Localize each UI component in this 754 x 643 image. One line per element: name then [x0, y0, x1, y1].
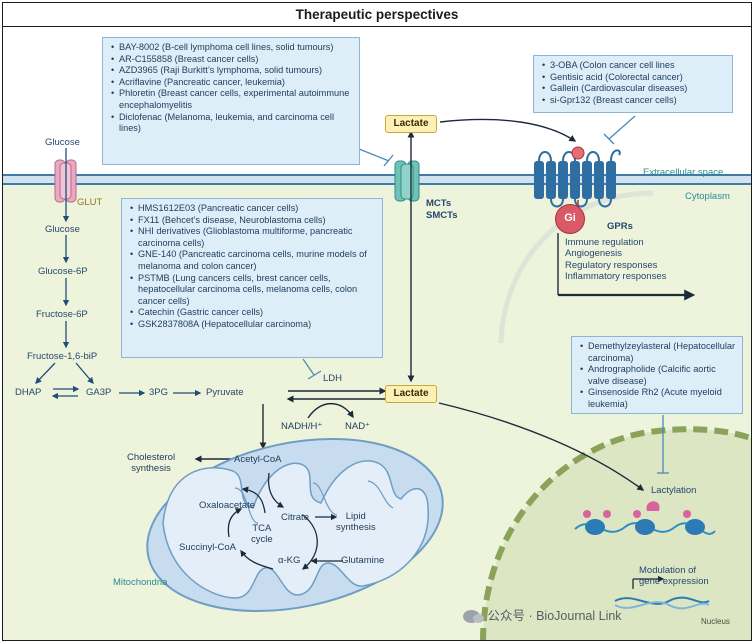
modulation-label: Modulation of gene expression [639, 565, 709, 588]
ldh-inhibitors-box: HMS1612E03 (Pancreatic cancer cells) FX1… [121, 198, 383, 358]
mct-inhibitor: Phloretin (Breast cancer cells, experime… [111, 88, 353, 111]
nucleus [480, 426, 751, 640]
ldh-inhibitor: GNE-140 (Pancreatic carcinoma cells, mur… [130, 249, 376, 272]
effect-angiogenesis: Angiogenesis [565, 248, 623, 260]
mct-inhibitor: AZD3965 (Raji Burkitt’s lymphoma, solid … [111, 65, 353, 77]
mct-inhibitor: AR-C155858 (Breast cancer cells) [111, 54, 353, 66]
nucleosome-row [574, 501, 716, 535]
ldh-inhibitor: GSK2837808A (Hepatocellular carcinoma) [130, 319, 376, 331]
glutamine: Glutamine [341, 555, 385, 566]
mct-inhibitors-box: BAY-8002 (B-cell lymphoma cell lines, so… [102, 37, 360, 165]
mitochondrion [146, 437, 444, 613]
nucleus-label: Nucleus [701, 617, 730, 626]
watermark-text: 公众号 · BioJournal Link [487, 609, 622, 623]
alpha-kg: α-KG [278, 555, 301, 566]
ldh-inhibitor: Catechin (Gastric cancer cells) [130, 307, 376, 319]
gpr-inhibitor: si-Gpr132 (Breast cancer cells) [542, 95, 726, 107]
nad-label: NAD⁺ [345, 421, 371, 432]
watermark: 公众号 · BioJournal Link [463, 605, 622, 624]
lactylation-inhibitor: Ginsenoside Rh2 (Acute myeloid leukemia) [580, 387, 736, 410]
gpr-inhibitor: Gallein (Cardiovascular diseases) [542, 83, 726, 95]
figure-title: Therapeutic perspectives [295, 7, 459, 22]
lactylation-inhibitors-box: Demethylzeylasteral (Hepatocellular carc… [571, 336, 743, 414]
ldh-label: LDH [323, 373, 343, 384]
ldh-inhibitor: HMS1612E03 (Pancreatic cancer cells) [130, 203, 376, 215]
glut-label: GLUT [77, 197, 103, 208]
gpr-inhibitor: 3-OBA (Colon cancer cell lines [542, 60, 726, 72]
glucose-intracellular: Glucose [45, 224, 80, 235]
tca-cycle: TCA cycle [251, 523, 273, 546]
mcts-label: MCTs [426, 198, 452, 209]
effect-immune-regulation: Immune regulation [565, 237, 644, 248]
lactylation-inhibitor: Demethylzeylasteral (Hepatocellular carc… [580, 341, 736, 364]
gpr-receptor [534, 146, 621, 208]
gpr-effects-list: Immune regulation Angiogenesis Regulator… [565, 237, 666, 283]
citrate: Citrate [281, 512, 309, 523]
smcts-label: SMCTs [426, 210, 458, 221]
inhibition-lines [302, 115, 669, 474]
cholesterol-synthesis: Cholesterol synthesis [127, 452, 176, 475]
title-bar: Therapeutic perspectives [3, 3, 751, 27]
ldh-inhibitor: NHI derivatives (Glioblastoma multiforme… [130, 226, 376, 249]
mct-inhibitor: BAY-8002 (B-cell lymphoma cell lines, so… [111, 42, 353, 54]
gi-protein: Gi [555, 204, 585, 234]
lactylation-label: Lactylation [651, 485, 697, 496]
oxaloacetate: Oxaloacetate [199, 500, 255, 511]
nadh-label: NADH/H⁺ [281, 421, 323, 432]
mct-inhibitor: Diclofenac (Melanoma, leukemia, and carc… [111, 112, 353, 135]
glycolysis-arrows [35, 148, 202, 400]
mct-inhibitor: Acriflavine (Pancreatic cancer, leukemia… [111, 77, 353, 89]
gprs-label: GPRs [607, 221, 633, 232]
extracellular-space-label: Extracellular space [643, 167, 724, 178]
wechat-logo-icon [463, 610, 484, 624]
lactate-intracellular: Lactate [385, 385, 437, 403]
fructose-1-6-bip: Fructose-1,6-biP [27, 351, 98, 362]
acetyl-coa: Acetyl-CoA [234, 454, 282, 465]
lactylation-inhibitor: Andrographolide (Calcific aortic valve d… [580, 364, 736, 387]
mct-transporter [394, 160, 420, 202]
dhap: DHAP [15, 387, 42, 398]
glucose-6p: Glucose-6P [38, 266, 88, 277]
ldh-inhibitor: FX11 (Behcet’s disease, Neuroblastoma ce… [130, 215, 376, 227]
ldh-inhibitor: PSTMB (Lung cancers cells, brest cancer … [130, 273, 376, 308]
plasma-membrane [3, 174, 751, 185]
gpr-inhibitor: Gentisic acid (Colorectal cancer) [542, 72, 726, 84]
pyruvate: Pyruvate [206, 387, 244, 398]
cytoplasm-label: Cytoplasm [685, 191, 730, 202]
lactate-extracellular: Lactate [385, 115, 437, 133]
ga3p: GA3P [86, 387, 112, 398]
gpr-inhibitors-box: 3-OBA (Colon cancer cell lines Gentisic … [533, 55, 733, 113]
fructose-6p: Fructose-6P [36, 309, 88, 320]
dna-helix [614, 579, 710, 610]
mitochondria-label: Mitochondria [113, 577, 168, 588]
effect-regulatory-responses: Regulatory responses [565, 259, 658, 271]
succinyl-coa: Succinyl-CoA [179, 542, 237, 553]
3pg: 3PG [149, 387, 169, 398]
pathway-artwork [3, 115, 751, 640]
glucose-extracellular: Glucose [45, 137, 80, 148]
effect-inflammatory-responses: Inflammatory responses [565, 271, 667, 283]
lipid-synthesis: Lipid synthesis [336, 511, 376, 534]
